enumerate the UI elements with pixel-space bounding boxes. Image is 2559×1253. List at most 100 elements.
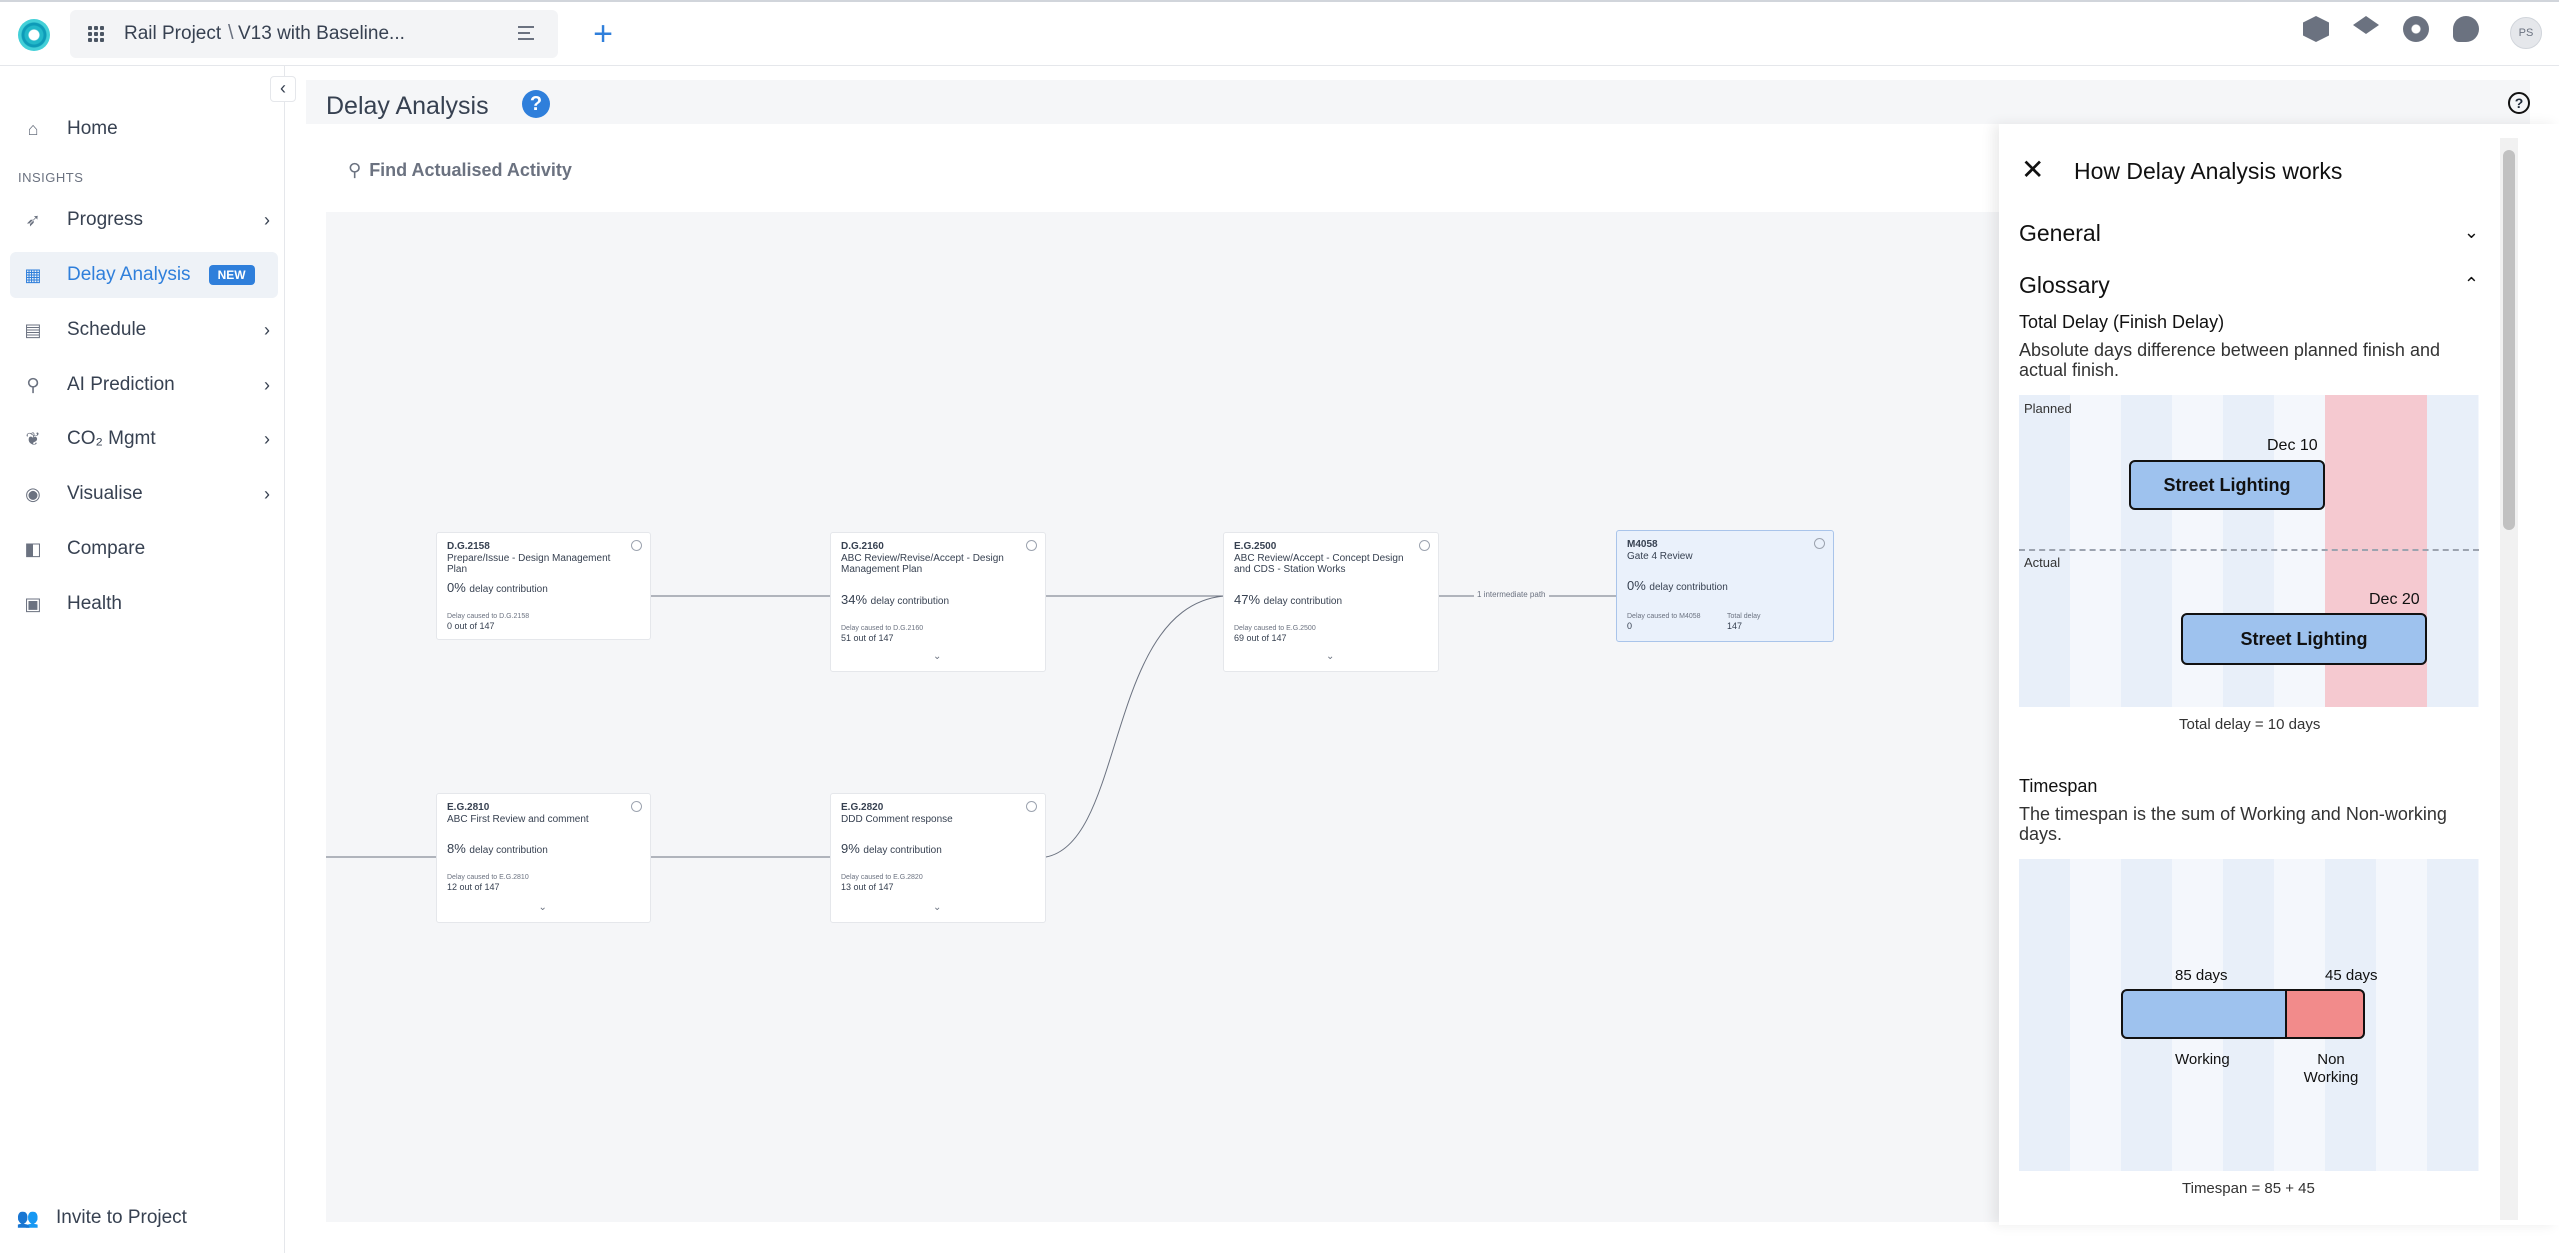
activity-card[interactable]: E.G.2820 DDD Comment response 9% delay c… [830,793,1046,923]
sidebar-item-health[interactable]: ▣ Health [10,581,278,627]
eye-icon: ◉ [25,483,41,504]
divider [2019,549,2479,551]
sidebar-item-label: Visualise [67,483,143,504]
page-title: Delay Analysis [326,92,489,120]
sidebar-item-delay-analysis[interactable]: ▦ Delay Analysis NEW [10,252,278,298]
card-description: ABC Review/Accept - Concept Design and C… [1234,553,1404,575]
actual-bar: Street Lighting [2181,613,2427,665]
help-icon[interactable]: ? [522,90,550,118]
chevron-down-icon: ⌄ [2463,222,2479,242]
card-value: 0 [1627,621,1633,631]
card-description: ABC First Review and comment [447,814,589,825]
layers-icon[interactable] [2353,16,2379,34]
cube-icon[interactable] [2303,16,2329,42]
card-code: E.G.2820 [841,802,884,813]
gear-icon[interactable] [2403,16,2429,42]
card-code: D.G.2160 [841,541,884,552]
info-icon[interactable] [1419,540,1430,551]
add-user-icon: 👥 [16,1207,40,1228]
timespan-diagram: 85 days 45 days Working Non Working [2019,859,2479,1171]
search-input[interactable]: ⚲ Find Actualised Activity [348,160,572,181]
avatar[interactable]: PS [2510,17,2542,49]
question-icon[interactable]: ? [2508,92,2530,114]
sidebar: ‹ ⌂ Home INSIGHTS ➶ Progress › ▦ Delay A… [0,66,296,1253]
sidebar-item-progress[interactable]: ➶ Progress › [10,197,278,243]
info-icon[interactable] [631,540,642,551]
sidebar-item-ai-prediction[interactable]: ⚲ AI Prediction › [10,362,278,408]
card-code: E.G.2500 [1234,541,1277,552]
card-description: Gate 4 Review [1627,551,1693,562]
chevron-down-icon[interactable]: ⌄ [1326,651,1335,662]
card-contribution: 9% delay contribution [841,841,942,856]
sidebar-item-home[interactable]: ⌂ Home [10,106,278,152]
card-value-total: 147 [1727,621,1743,631]
breadcrumb-project[interactable]: Rail Project [124,23,222,44]
card-contribution: 0% delay contribution [447,580,548,595]
schedule-icon: ▤ [24,319,42,340]
sidebar-item-label: CO₂ Mgmt [67,428,156,449]
activity-card[interactable]: D.G.2158 Prepare/Issue - Design Manageme… [436,532,651,640]
chevron-up-icon: ⌃ [2463,274,2479,294]
card-value: 69 out of 147 [1234,633,1287,643]
card-description: DDD Comment response [841,814,953,825]
sidebar-item-label: Health [67,593,122,614]
accordion-glossary[interactable]: Glossary ⌃ [2019,272,2479,299]
health-icon: ▣ [24,593,42,614]
card-description: Prepare/Issue - Design Management Plan [447,553,611,575]
card-caption-total: Total delay [1727,613,1761,620]
home-icon: ⌂ [27,118,39,139]
activity-card[interactable]: D.G.2160 ABC Review/Revise/Accept - Desi… [830,532,1046,672]
card-caption: Delay caused to E.G.2500 [1234,625,1316,632]
chevron-down-icon[interactable]: ⌄ [538,902,547,913]
page-header: Delay Analysis ? ? [306,80,2530,124]
help-drawer: ✕ How Delay Analysis works General ⌄ Glo… [1999,124,2559,1225]
timespan-caption: Timespan = 85 + 45 [2182,1180,2315,1197]
info-icon[interactable] [1814,538,1825,549]
apps-grid-icon[interactable] [88,26,104,42]
sidebar-item-schedule[interactable]: ▤ Schedule › [10,307,278,353]
sidebar-item-compare[interactable]: ◧ Compare [10,526,278,572]
calendar-icon: ▦ [24,264,42,285]
top-bar: Rail Project \ V13 with Baseline... + PS [0,0,2559,66]
activity-card-selected[interactable]: M4058 Gate 4 Review 0% delay contributio… [1616,530,1834,642]
leaf-icon: ❦ [25,428,41,449]
accordion-general[interactable]: General ⌄ [2019,220,2479,247]
app-logo[interactable] [18,19,50,51]
total-delay-caption: Total delay = 10 days [2179,716,2321,733]
activity-card[interactable]: E.G.2500 ABC Review/Accept - Concept Des… [1223,532,1439,672]
breadcrumb-separator: \ [228,22,234,44]
card-caption: Delay caused to E.G.2820 [841,874,923,881]
delay-graph-canvas[interactable]: 1 intermediate path D.G.2158 Prepare/Iss… [326,212,2000,1222]
card-code: M4058 [1627,539,1658,550]
breadcrumb-version[interactable]: V13 with Baseline... [238,23,405,44]
actual-label: Actual [2024,555,2061,570]
activity-card[interactable]: E.G.2810 ABC First Review and comment 8%… [436,793,651,923]
card-caption: Delay caused to D.G.2160 [841,625,924,632]
chevron-down-icon[interactable]: ⌄ [933,651,942,662]
actual-date: Dec 20 [2369,591,2420,608]
sidebar-item-visualise[interactable]: ◉ Visualise › [10,471,278,517]
sidebar-item-co2-mgmt[interactable]: ❦ CO₂ Mgmt › [10,416,278,462]
add-button[interactable]: + [593,15,613,53]
card-caption: Delay caused to E.G.2810 [447,874,529,881]
info-icon[interactable] [1026,540,1037,551]
drawer-scrollbar[interactable] [2500,138,2518,1220]
planned-bar: Street Lighting [2129,460,2325,510]
sidebar-item-label: AI Prediction [67,374,175,395]
info-icon[interactable] [631,801,642,812]
project-breadcrumb[interactable]: Rail Project \ V13 with Baseline... [70,10,558,58]
nonworking-bar [2285,989,2365,1039]
chat-icon[interactable] [2453,16,2479,42]
menu-icon[interactable] [518,26,534,40]
invite-to-project-button[interactable]: 👥 Invite to Project [16,1207,187,1229]
scrollbar-thumb[interactable] [2503,150,2515,530]
card-caption: Delay caused to M4058 [1627,613,1701,620]
chevron-down-icon[interactable]: ⌄ [933,902,942,913]
collapse-sidebar-button[interactable]: ‹ [270,76,296,102]
card-value: 12 out of 147 [447,882,500,892]
chevron-right-icon: › [264,210,270,230]
close-icon[interactable]: ✕ [2021,154,2045,185]
chevron-right-icon: › [264,484,270,504]
card-description: ABC Review/Revise/Accept - Design Manage… [841,553,1004,575]
info-icon[interactable] [1026,801,1037,812]
